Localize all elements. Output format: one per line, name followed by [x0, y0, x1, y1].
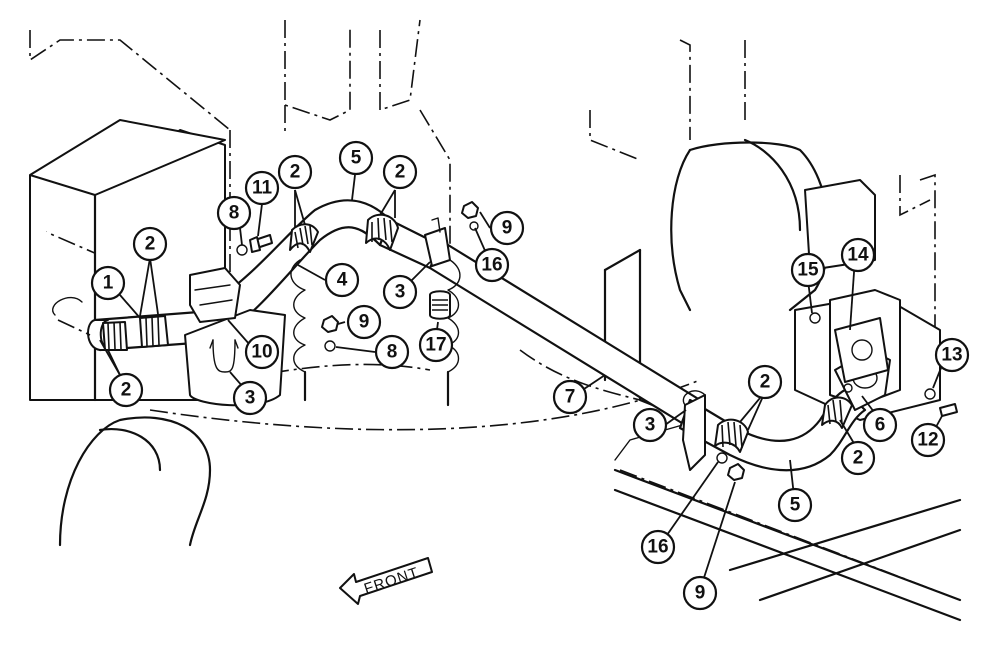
callout-9: 9	[346, 304, 382, 340]
callout-label: 3	[245, 388, 256, 409]
callout-label: 11	[252, 178, 273, 199]
left-canister	[184, 267, 286, 407]
callout-8: 8	[216, 195, 252, 231]
callout-label: 2	[121, 380, 132, 401]
callouts: 1 2 2 2 2 2 2 3 3 3 4 5 5 6 7 8 8 9 9 9 …	[90, 140, 970, 611]
callout-label: 16	[647, 537, 668, 558]
callout-16: 16	[640, 529, 676, 565]
callout-label: 2	[760, 372, 771, 393]
callout-8: 8	[374, 334, 410, 370]
callout-label: 9	[502, 218, 513, 239]
front-arrow: FRONT	[339, 557, 433, 605]
hardware	[236, 201, 958, 481]
callout-label: 8	[387, 342, 398, 363]
callout-9: 9	[682, 575, 718, 611]
center-bracket	[424, 217, 451, 267]
callout-label: 3	[395, 282, 406, 303]
callout-2: 2	[747, 364, 783, 400]
callout-5: 5	[777, 487, 813, 523]
callout-16: 16	[474, 247, 510, 283]
callout-label: 2	[145, 234, 156, 255]
callout-label: 9	[695, 583, 706, 604]
callout-9: 9	[489, 210, 525, 246]
callout-2: 2	[382, 154, 418, 190]
callout-3: 3	[382, 274, 418, 310]
left-pipe-bend	[213, 199, 442, 332]
callout-2: 2	[277, 154, 313, 190]
callout-label: 7	[565, 387, 576, 408]
callout-3: 3	[632, 407, 668, 443]
callout-label: 2	[853, 448, 864, 469]
callout-label: 14	[847, 245, 869, 266]
callout-10: 10	[244, 334, 280, 370]
callout-label: 9	[359, 312, 370, 333]
callout-label: 5	[351, 148, 362, 169]
callout-15: 15	[790, 252, 826, 288]
callout-label: 4	[337, 270, 348, 291]
callout-label: 12	[917, 430, 938, 451]
callout-2: 2	[132, 226, 168, 262]
callout-2: 2	[840, 440, 876, 476]
callout-4: 4	[324, 262, 360, 298]
callout-label: 16	[481, 255, 502, 276]
callout-1: 1	[90, 265, 126, 301]
callout-label: 6	[875, 415, 886, 436]
callout-12: 12	[910, 422, 946, 458]
frame-rail	[613, 419, 962, 622]
callout-label: 17	[425, 335, 446, 356]
callout-6: 6	[862, 407, 898, 443]
callout-label: 1	[103, 273, 114, 294]
callout-label: 3	[645, 415, 656, 436]
callout-label: 2	[290, 162, 301, 183]
callout-label: 13	[941, 345, 962, 366]
callout-11: 11	[244, 170, 280, 206]
callout-7: 7	[552, 379, 588, 415]
right-pipe-elbow	[678, 317, 891, 472]
callout-label: 10	[251, 342, 272, 363]
bellows	[290, 259, 461, 407]
callout-13: 13	[934, 337, 970, 373]
callout-17: 17	[418, 327, 454, 363]
callout-5: 5	[338, 140, 374, 176]
callout-label: 8	[229, 203, 240, 224]
callout-2: 2	[108, 372, 144, 408]
callout-label: 2	[395, 162, 406, 183]
callout-label: 5	[790, 495, 801, 516]
callout-label: 15	[797, 260, 819, 281]
callout-3: 3	[232, 380, 268, 416]
callout-14: 14	[840, 237, 876, 273]
